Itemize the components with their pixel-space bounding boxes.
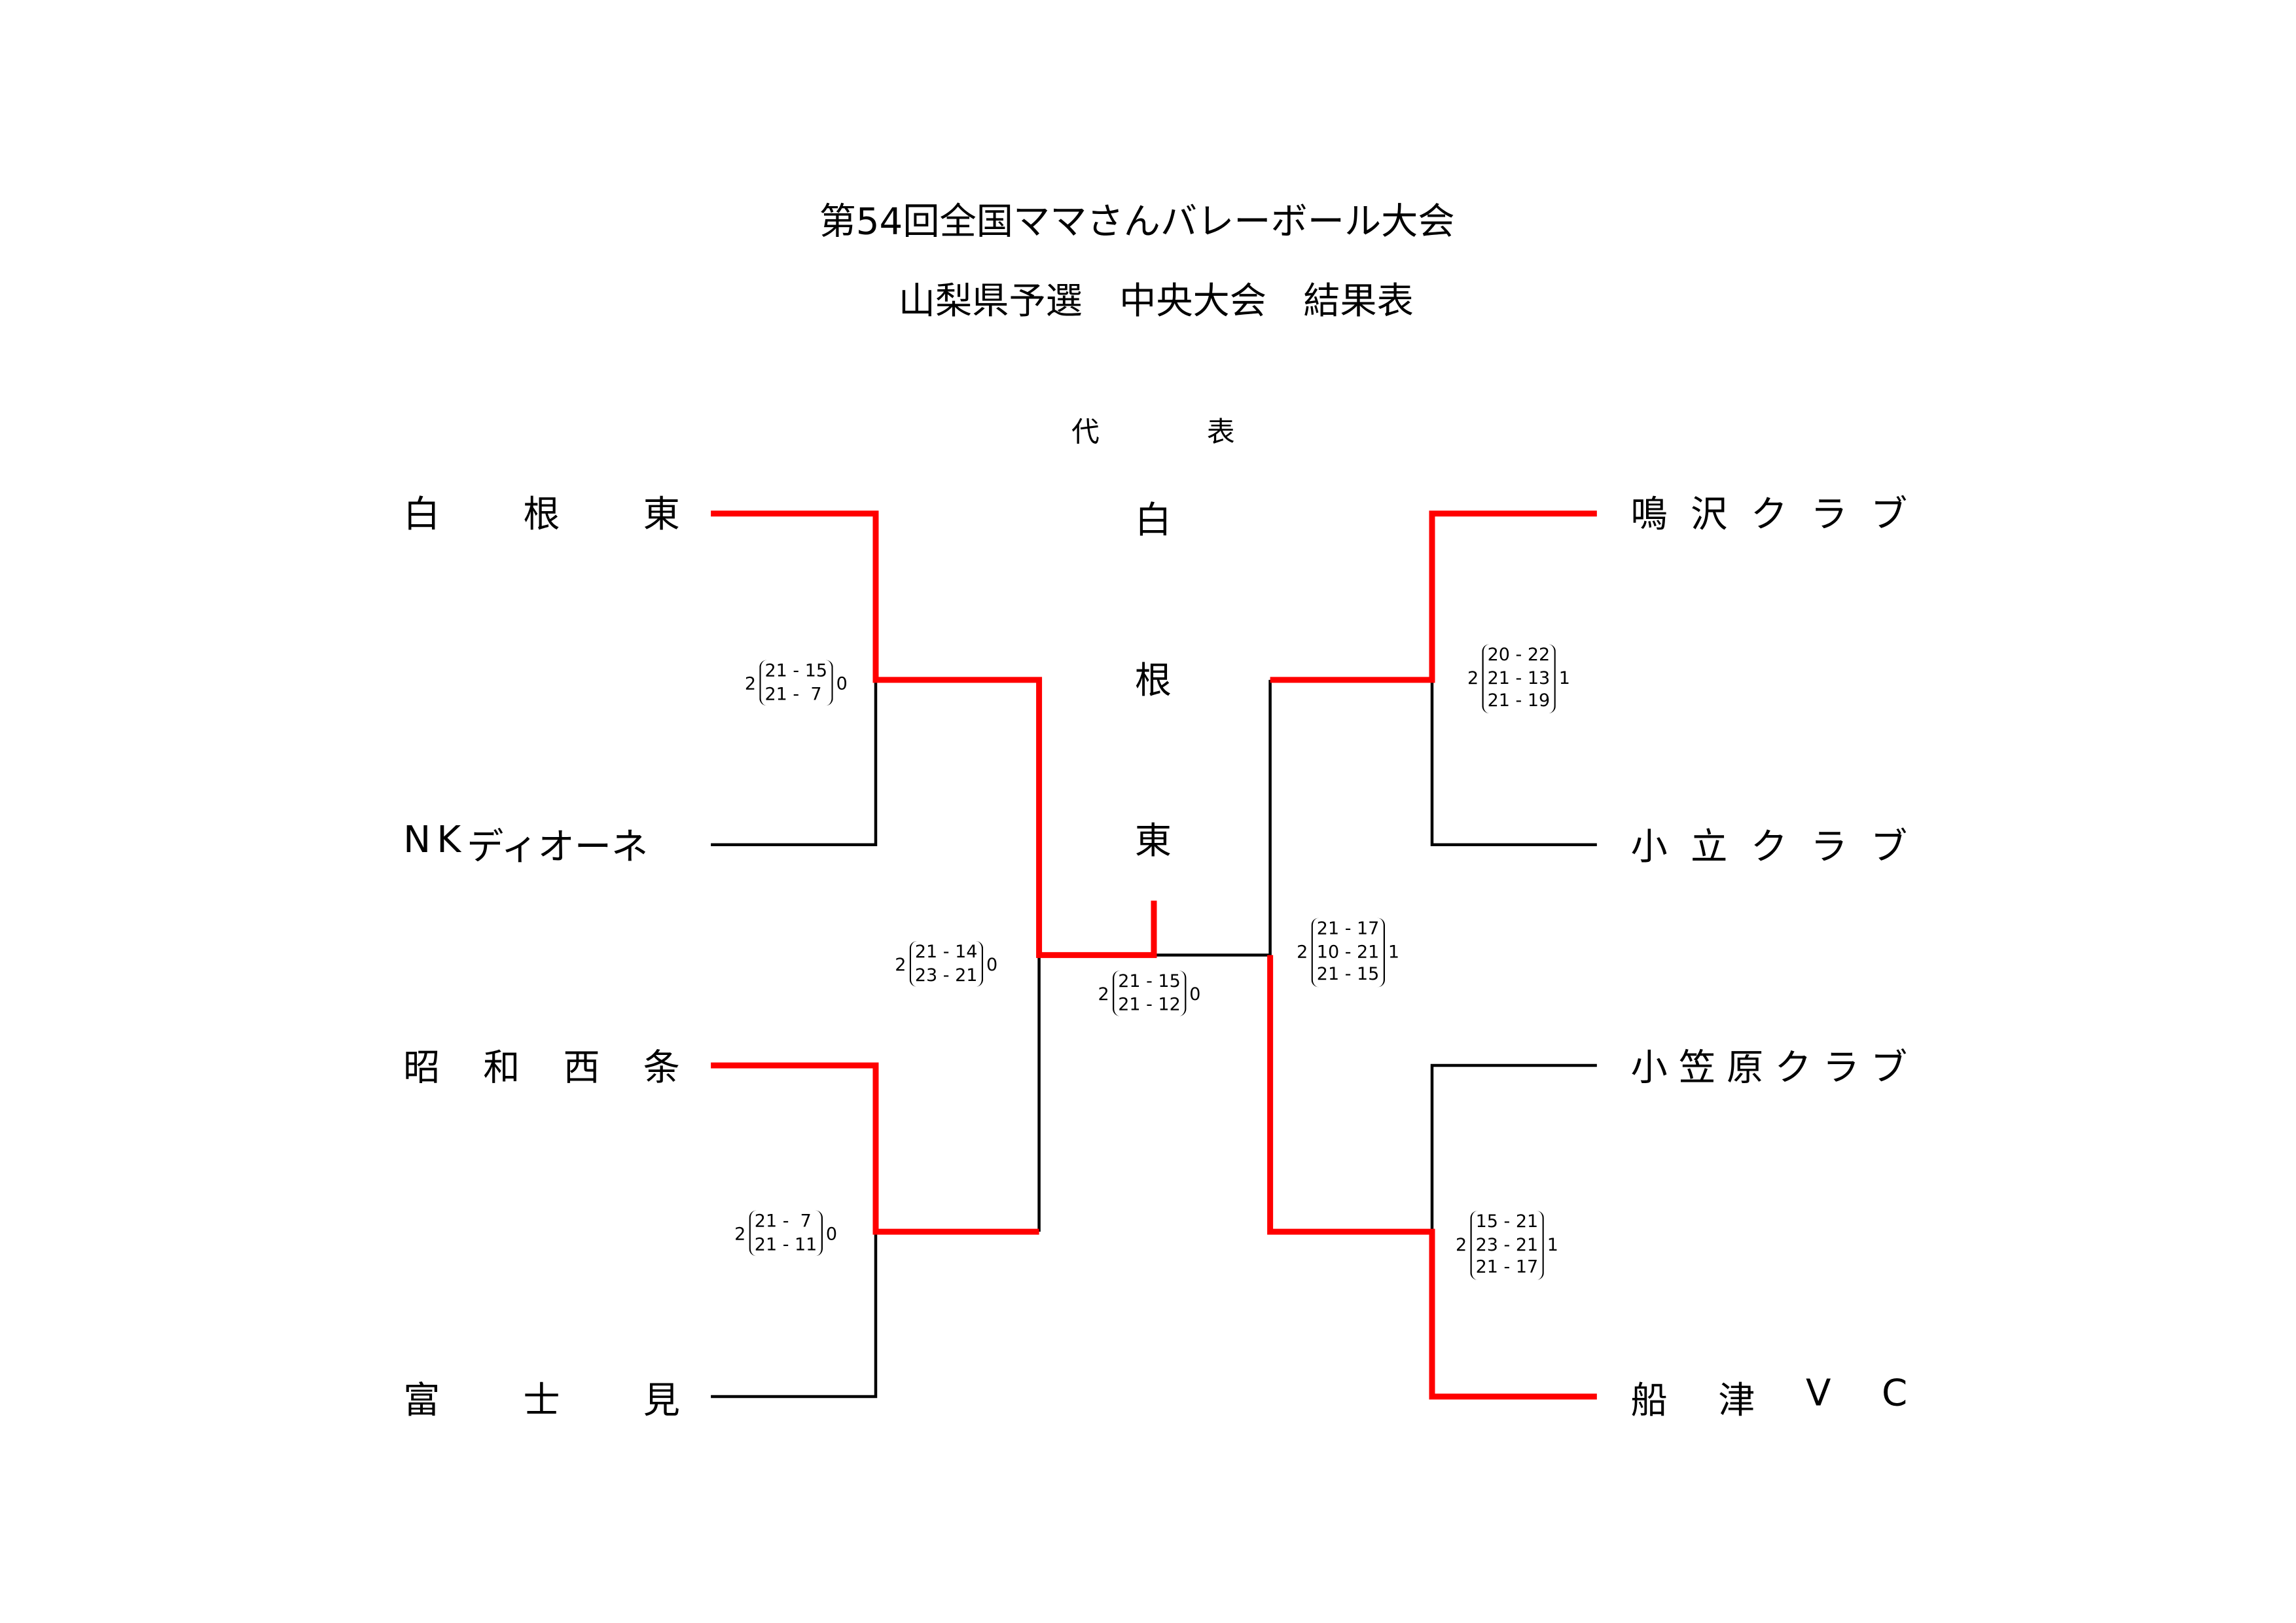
set-score: 21 - 7 [764, 683, 822, 704]
set-score: 10 - 21 [1316, 940, 1380, 961]
team-left-1: 白根東 [403, 486, 680, 539]
sets-won-right: 1 [1388, 942, 1400, 963]
team-char: ブ [1871, 1046, 1908, 1090]
team-char: V [1806, 1371, 1831, 1415]
team-char: 和 [483, 1046, 520, 1090]
line-fujimi [711, 1232, 878, 1399]
team-char: 根 [523, 493, 560, 536]
sets-won-left: 2 [1297, 942, 1308, 963]
team-char: 笠 [1678, 1046, 1716, 1090]
representative-label-left: 代 [1071, 416, 1100, 449]
set-score: 21 - 15 [764, 660, 828, 681]
set-score: 21 - 11 [754, 1233, 817, 1254]
set-score: 21 - 13 [1487, 667, 1551, 688]
team-right-2: 小立クラブ [1631, 818, 1908, 871]
team-char: 条 [643, 1046, 680, 1090]
set-score: 21 - 15 [1316, 963, 1380, 984]
team-right-1: 鳴沢クラブ [1631, 486, 1908, 539]
sets-won-left: 2 [1455, 1234, 1467, 1256]
set-score: 15 - 21 [1475, 1211, 1539, 1232]
sets-won-left: 2 [895, 954, 906, 974]
set-score: 23 - 21 [1475, 1233, 1539, 1255]
set-score: 21 - 14 [914, 941, 978, 962]
line-nk [711, 679, 878, 847]
team-left-3: 昭和西条 [403, 1039, 680, 1092]
champion-char: 東 [1134, 819, 1172, 863]
sets-won-right: 0 [825, 1222, 838, 1244]
sets-won-left: 2 [734, 1222, 746, 1244]
team-char: 鳴 [1630, 493, 1668, 536]
set-score: 21 - 17 [1475, 1256, 1539, 1277]
title-line-1: 第54回全国ママさんバレーボール大会 [819, 200, 1455, 243]
sets-won-right: 0 [986, 954, 998, 974]
team-char: 小 [1630, 825, 1668, 868]
set-score: 21 - 7 [754, 1210, 812, 1232]
sets-won-right: 1 [1558, 668, 1570, 689]
team-char: ラ [1810, 825, 1848, 868]
team-char: ブ [1870, 825, 1908, 868]
team-char: 白 [403, 493, 440, 536]
team-char: 西 [563, 1046, 600, 1090]
representative-label-right: 表 [1206, 416, 1235, 449]
win-line-narusawa [1270, 510, 1597, 683]
team-char: ブ [1870, 493, 1908, 536]
team-char: 津 [1718, 1379, 1755, 1422]
team-char: 見 [643, 1379, 680, 1422]
champion-char: 白 [1134, 499, 1172, 542]
set-score: 20 - 22 [1487, 644, 1551, 665]
team-right-3: 小笠原クラブ [1631, 1039, 1908, 1092]
team-char: 東 [643, 493, 680, 536]
team-char: 原 [1727, 1046, 1764, 1090]
team-char: ク [1750, 825, 1788, 868]
team-char: ディオーネ [467, 825, 649, 868]
line-ogasawara [1430, 1063, 1597, 1232]
set-score: 21 - 12 [1118, 993, 1181, 1014]
sets-won-right: 1 [1547, 1234, 1558, 1256]
team-char: K [437, 818, 461, 861]
champion-char: 根 [1134, 659, 1172, 702]
team-char: 沢 [1691, 493, 1728, 536]
team-char: ク [1774, 1046, 1812, 1090]
team-char: ラ [1810, 493, 1848, 536]
win-line-showa [711, 1062, 1039, 1235]
team-char: ラ [1822, 1046, 1859, 1090]
sets-won-right: 0 [836, 672, 848, 694]
set-score: 21 - 19 [1487, 690, 1551, 711]
team-char: 富 [403, 1379, 440, 1422]
team-char: 船 [1630, 1379, 1668, 1422]
sets-won-left: 2 [1098, 983, 1109, 1004]
team-char: 立 [1691, 825, 1728, 868]
line-kodachi [1430, 679, 1597, 847]
set-score: 21 - 17 [1316, 918, 1380, 939]
sets-won-left: 2 [744, 672, 757, 694]
team-char: ク [1750, 493, 1788, 536]
sets-won-right: 0 [1189, 983, 1201, 1004]
sets-won-left: 2 [1467, 668, 1479, 689]
win-line-shirane [711, 510, 1157, 958]
team-left-4: 富士見 [403, 1372, 680, 1425]
team-char: 小 [1630, 1046, 1668, 1090]
set-score: 21 - 15 [1118, 971, 1181, 991]
team-char: C [1881, 1371, 1908, 1415]
title-line-2: 山梨県予選 中央大会 結果表 [898, 279, 1414, 323]
team-char: 昭 [403, 1046, 440, 1090]
set-score: 23 - 21 [914, 963, 978, 985]
win-line-funatsu [1267, 955, 1597, 1400]
team-char: N [403, 818, 431, 861]
team-char: 士 [523, 1379, 560, 1422]
